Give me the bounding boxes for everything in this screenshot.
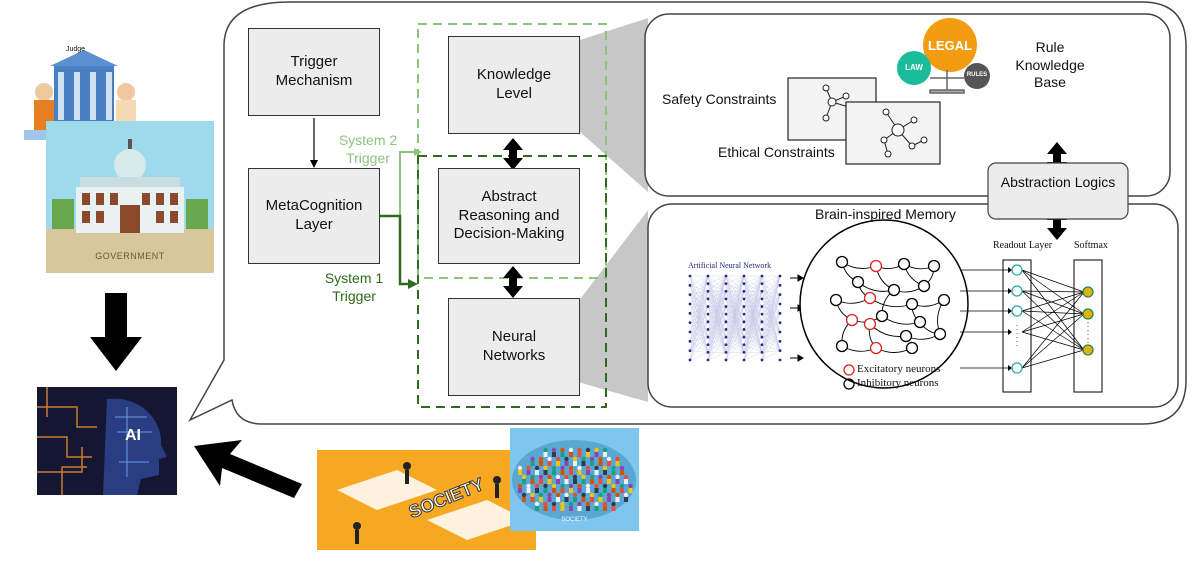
society-crowd-caption: SOCIETY [561,517,588,523]
abstraction-logics-label: Abstraction Logics [1000,174,1116,190]
readout-layer-label: Readout Layer [993,240,1053,251]
abstraction-logics-box [987,162,1129,220]
trigger-mechanism-label: Trigger Mechanism [275,53,353,89]
government-illustration: GOVERNMENT [46,121,214,273]
judge-caption: Judge [66,46,86,53]
abstract-reasoning-box: Abstract Reasoning and Decision-Making [438,168,580,264]
ethical-graph-icon [880,108,928,158]
knowledge-level-label: Knowledge Level [476,66,552,102]
ai-illustration: AI [37,387,177,495]
safety-constraints-label: Safety Constraints [662,91,777,107]
law-badge-label: LAW [905,63,923,72]
inhibitory-legend-marker [843,378,855,390]
ai-caption: AI [125,427,141,444]
softmax-label: Softmax [1074,240,1108,251]
memory-title: Brain-inspired Memory [815,206,956,222]
society-crowd-illustration: SOCIETY [510,428,639,531]
projection-neural [578,210,648,402]
ann-label: Artificial Neural Network [688,261,772,270]
excitatory-legend-marker [843,364,855,376]
speech-bubble [188,1,1187,425]
scale-icon [929,70,965,94]
judge-illustration: Judge [14,44,154,144]
rule-knowledge-base-label: Rule Knowledge Base [1015,39,1085,90]
law-badge [897,51,931,85]
knowledge-level-box: Knowledge Level [448,36,580,134]
left-arrow-icon [194,440,302,498]
neural-networks-label: Neural Networks [482,328,546,364]
metacognition-layer-box: MetaCognition Layer [248,168,380,264]
projection-knowledge [580,18,648,192]
inhibitory-label: Inhibitory neurons [857,377,939,389]
down-arrow-icon [90,293,142,371]
reservoir-neurons [829,255,951,355]
metacognition-layer-label: MetaCognition Layer [265,197,363,233]
legal-badge [923,18,977,72]
excitatory-label: Excitatory neurons [857,363,941,375]
rules-badge-label: RULES [966,72,988,78]
government-caption: GOVERNMENT [95,251,165,261]
system1-trigger-label: System 1 Trigger [324,270,384,304]
system2-trigger-label: System 2 Trigger [338,132,398,166]
legal-badge-label: LEGAL [927,38,973,53]
rules-badge [964,63,990,89]
society-street-illustration: SOCIETY [317,450,536,550]
abstract-reasoning-label: Abstract Reasoning and Decision-Making [453,187,565,243]
ethical-constraints-label: Ethical Constraints [718,144,835,160]
trigger-mechanism-box: Trigger Mechanism [248,28,380,116]
neural-networks-box: Neural Networks [448,298,580,396]
ann-diagram [688,274,782,362]
